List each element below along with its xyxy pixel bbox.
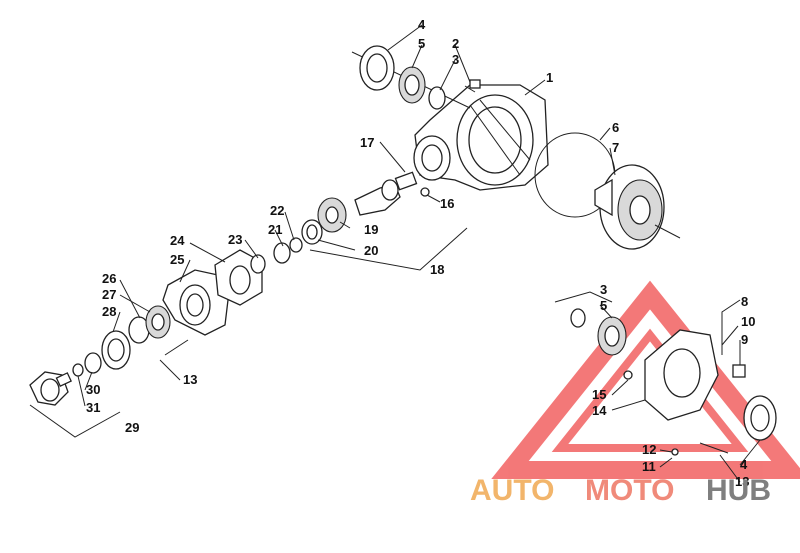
callout-22: 22: [270, 203, 284, 218]
gasket-23: [214, 249, 263, 306]
callout-9: 9: [741, 332, 748, 347]
ring-gear: [594, 164, 665, 250]
callout-17: 17: [360, 135, 374, 150]
seal-28: [101, 330, 131, 370]
bolt-13-left: [164, 339, 189, 356]
callout-26: 26: [102, 271, 116, 286]
watermark-hub: HUB: [706, 474, 771, 507]
callout-10: 10: [741, 314, 755, 329]
callout-29: 29: [125, 420, 139, 435]
o-ring-top: [428, 86, 446, 110]
callout-4-right: 4: [740, 457, 748, 472]
callout-4-top: 4: [418, 17, 426, 32]
callout-1: 1: [546, 70, 553, 85]
callout-labels: 1 2 3 4 5 6 7 16 17 18 19 20 21 22 23 24…: [86, 17, 755, 489]
callout-15: 15: [592, 387, 606, 402]
ring-21: [273, 242, 291, 264]
o-ring-31: [72, 363, 84, 377]
bolt-13-right: [699, 442, 729, 454]
snap-ring-22: [289, 237, 303, 253]
callout-24: 24: [170, 233, 185, 248]
callout-6: 6: [612, 120, 619, 135]
callout-31: 31: [86, 400, 100, 415]
washer-30: [84, 352, 102, 374]
washer-14: [623, 370, 633, 380]
bearing-19: [317, 197, 347, 233]
screw-11: [671, 448, 679, 456]
output-flange: [29, 371, 72, 406]
watermark-auto: AUTO: [470, 474, 554, 507]
callout-12: 12: [642, 442, 656, 457]
callout-16: 16: [440, 196, 454, 211]
pinion-gear: [354, 171, 418, 216]
gear-case-housing: [413, 84, 549, 191]
bearing-27: [145, 305, 171, 339]
callout-19: 19: [364, 222, 378, 237]
callout-28: 28: [102, 304, 116, 319]
drain-plug-9: [732, 364, 746, 378]
callout-5-top: 5: [418, 36, 425, 51]
vent-fitting: [464, 79, 481, 93]
callout-11: 11: [642, 459, 656, 474]
o-ring-3-right: [570, 308, 586, 328]
callout-2: 2: [452, 36, 459, 51]
bearing-top: [398, 66, 426, 104]
o-ring-23b: [250, 254, 266, 274]
callout-25: 25: [170, 252, 184, 267]
callout-27: 27: [102, 287, 116, 302]
bearing-5-right: [597, 316, 627, 356]
output-housing: [162, 269, 229, 336]
washer-16: [420, 187, 430, 197]
side-cover: [644, 329, 719, 421]
seal-4-right: [743, 395, 777, 441]
callout-13-right: 13: [735, 474, 749, 489]
ring-20: [301, 219, 323, 245]
callout-20: 20: [364, 243, 378, 258]
callout-5-right: 5: [600, 298, 607, 313]
leader-lines: [29, 24, 761, 483]
callout-7: 7: [612, 140, 619, 155]
callout-30: 30: [86, 382, 100, 397]
watermark-text: AUTO MOTO HUB: [470, 474, 771, 507]
callout-13-left: 13: [183, 372, 197, 387]
seal-top: [359, 45, 395, 91]
callout-14: 14: [592, 403, 607, 418]
callout-23: 23: [228, 232, 242, 247]
callout-8: 8: [741, 294, 748, 309]
callout-3-right: 3: [600, 282, 607, 297]
callout-21: 21: [268, 222, 282, 237]
callout-3-top: 3: [452, 52, 459, 67]
callout-18: 18: [430, 262, 444, 277]
watermark-moto: MOTO: [585, 474, 674, 507]
